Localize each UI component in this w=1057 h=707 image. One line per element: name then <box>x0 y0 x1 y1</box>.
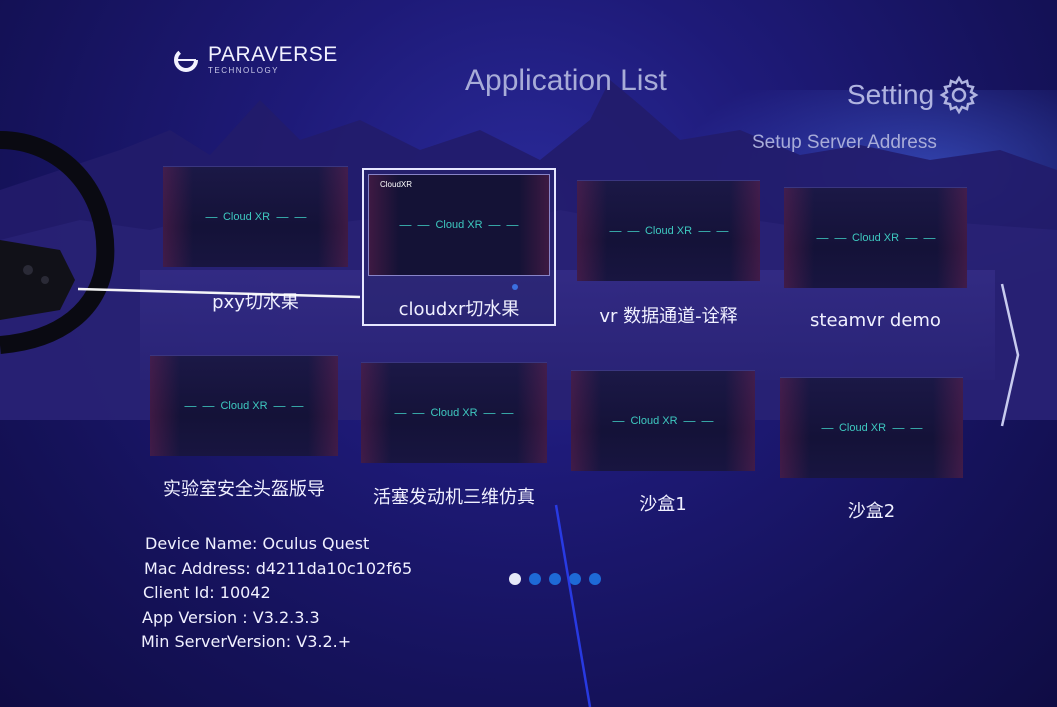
app-tile[interactable]: Cloud XR 活塞发动机三维仿真 <box>361 362 547 512</box>
app-thumbnail: Cloud XR <box>784 187 967 288</box>
cloudxr-brand: Cloud XR <box>204 211 307 223</box>
app-label: 活塞发动机三维仿真 <box>373 487 535 508</box>
brand-name: PARAVERSE <box>208 43 338 66</box>
app-thumbnail: Cloud XR <box>577 180 760 281</box>
cloudxr-brand: Cloud XR <box>608 225 729 237</box>
min-server-version: Min ServerVersion: V3.2.+ <box>141 632 352 651</box>
paraverse-logo: PARAVERSE TECHNOLOGY <box>172 44 338 75</box>
setup-server-address-link[interactable]: Setup Server Address <box>752 132 937 153</box>
vr-controller <box>0 131 115 354</box>
cloudxr-brand: Cloud XR <box>815 232 936 244</box>
app-tile[interactable]: Cloud XR steamvr demo <box>784 187 967 337</box>
app-label: cloudxr切水果 <box>398 299 520 320</box>
cloudxr-badge: CloudXR <box>380 180 413 189</box>
app-label: vr 数据通道-诠释 <box>599 306 738 327</box>
pagination <box>509 573 601 585</box>
app-tile[interactable]: Cloud XR 沙盒2 <box>780 377 963 527</box>
page-dot-2[interactable] <box>529 573 541 585</box>
cloudxr-brand: Cloud XR <box>820 422 923 434</box>
app-label: 实验室安全头盔版导 <box>163 479 325 500</box>
chevron-right-icon[interactable] <box>996 280 1026 430</box>
paraverse-logo-icon <box>174 47 198 72</box>
app-thumbnail: Cloud XR <box>150 355 338 456</box>
app-tile[interactable]: Cloud XR vr 数据通道-诠释 <box>577 180 760 330</box>
app-thumbnail: Cloud XR <box>361 362 547 463</box>
app-thumbnail: Cloud XR <box>780 377 963 478</box>
app-thumbnail: Cloud XR <box>368 174 550 276</box>
selection-indicator <box>512 284 518 290</box>
app-label: pxy切水果 <box>212 292 299 313</box>
page-dot-1[interactable] <box>509 573 521 585</box>
app-version: App Version : V3.2.3.3 <box>142 607 320 627</box>
cloudxr-brand: Cloud XR <box>399 219 519 231</box>
app-tile[interactable]: Cloud XR 实验室安全头盔版导 <box>150 355 338 505</box>
page-title: Application List <box>465 64 667 97</box>
cloudxr-brand: Cloud XR <box>394 407 514 419</box>
page-dot-3[interactable] <box>549 573 561 585</box>
app-label: 沙盒2 <box>847 501 896 522</box>
page-dot-5[interactable] <box>589 573 601 585</box>
app-tile[interactable]: Cloud XR 沙盒1 <box>571 370 755 520</box>
mac-address: Mac Address: d4211da10c102f65 <box>144 558 413 578</box>
cloudxr-brand: Cloud XR <box>612 415 714 427</box>
app-thumbnail: Cloud XR <box>571 370 755 471</box>
page-dot-4[interactable] <box>569 573 581 585</box>
app-thumbnail: Cloud XR <box>163 166 348 267</box>
app-label: steamvr demo <box>810 310 941 331</box>
device-name: Device Name: Oculus Quest <box>145 534 370 553</box>
cloudxr-brand: Cloud XR <box>184 400 304 412</box>
app-tile-selected[interactable]: CloudXR Cloud XR cloudxr切水果 <box>362 168 556 326</box>
app-tile[interactable]: Cloud XR pxy切水果 <box>163 166 348 316</box>
gear-icon <box>939 75 979 115</box>
setting-button[interactable]: Setting <box>847 74 980 116</box>
app-label: 沙盒1 <box>639 494 687 515</box>
setting-label: Setting <box>847 79 935 110</box>
brand-subtitle: TECHNOLOGY <box>208 66 280 75</box>
device-info: Device Name: Oculus Quest Mac Address: d… <box>141 532 412 655</box>
client-id: Client Id: 10042 <box>143 583 271 602</box>
